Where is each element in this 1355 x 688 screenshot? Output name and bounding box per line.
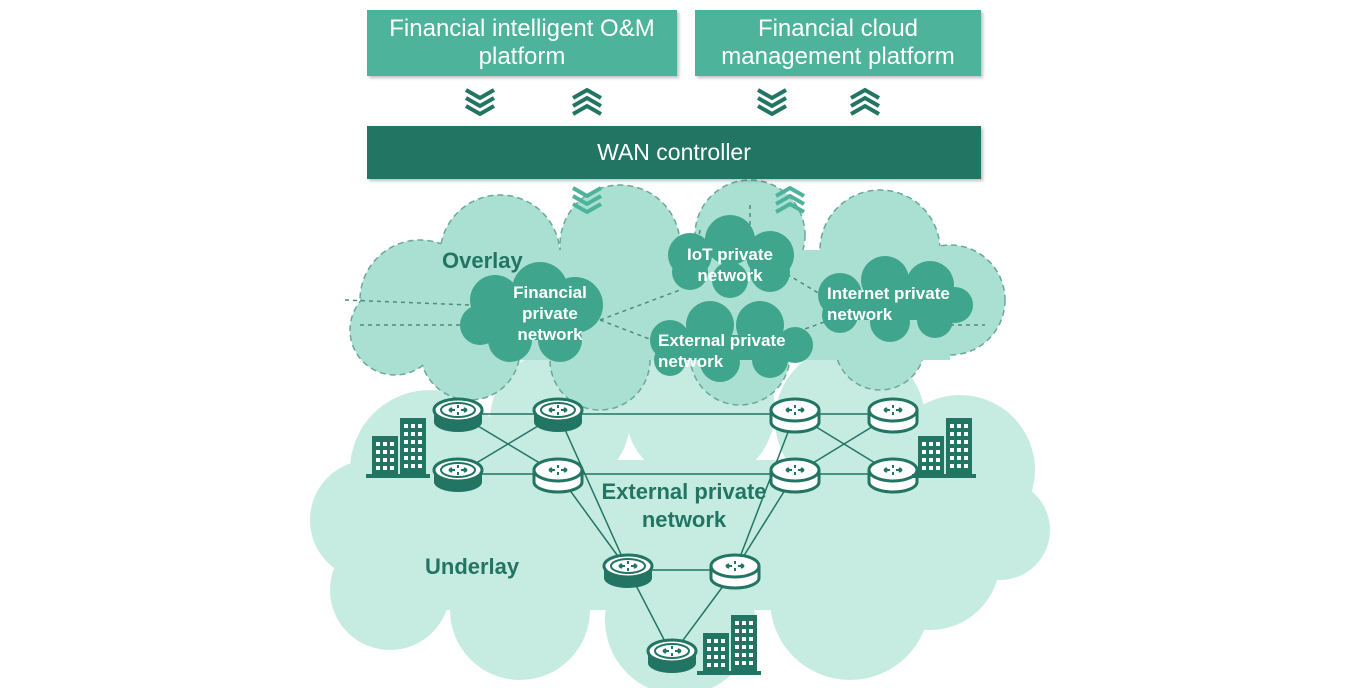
financial-network-label: Financial private network xyxy=(513,283,587,344)
wan-controller-label: WAN controller xyxy=(597,139,751,165)
cloud-financial xyxy=(460,262,603,362)
external-network-overlay-label: External private network xyxy=(658,331,786,371)
router-icon xyxy=(867,457,919,494)
underlay-network-label: External private network xyxy=(601,479,767,532)
router-icon xyxy=(646,638,698,675)
internet-network-label: Internet private network xyxy=(827,284,950,324)
router-icon xyxy=(602,553,654,590)
chevron-down-icon xyxy=(756,88,788,116)
cloud-internet xyxy=(818,256,973,342)
router-icon xyxy=(867,397,919,434)
underlay-label: Underlay xyxy=(425,554,520,579)
chevron-up-icon xyxy=(571,88,603,116)
router-icon xyxy=(709,553,761,590)
router-icon xyxy=(432,397,484,434)
router-icon xyxy=(432,457,484,494)
cloud-iot xyxy=(668,215,794,298)
om-platform-box: Financial intelligent O&M platform xyxy=(367,10,677,76)
cloud-platform-box: Financial cloud management platform xyxy=(695,10,981,76)
iot-network-label: IoT private network xyxy=(687,245,773,285)
overlay-label: Overlay xyxy=(442,248,523,273)
chevron-up-icon xyxy=(849,88,881,116)
wan-controller-box: WAN controller xyxy=(367,126,981,179)
cloud-platform-label: Financial cloud management platform xyxy=(721,15,955,70)
chevron-down-icon xyxy=(464,88,496,116)
om-platform-label: Financial intelligent O&M platform xyxy=(389,15,655,70)
cloud-external-overlay xyxy=(650,301,813,382)
router-icon xyxy=(769,397,821,434)
router-icon xyxy=(532,397,584,434)
router-icon xyxy=(532,457,584,494)
